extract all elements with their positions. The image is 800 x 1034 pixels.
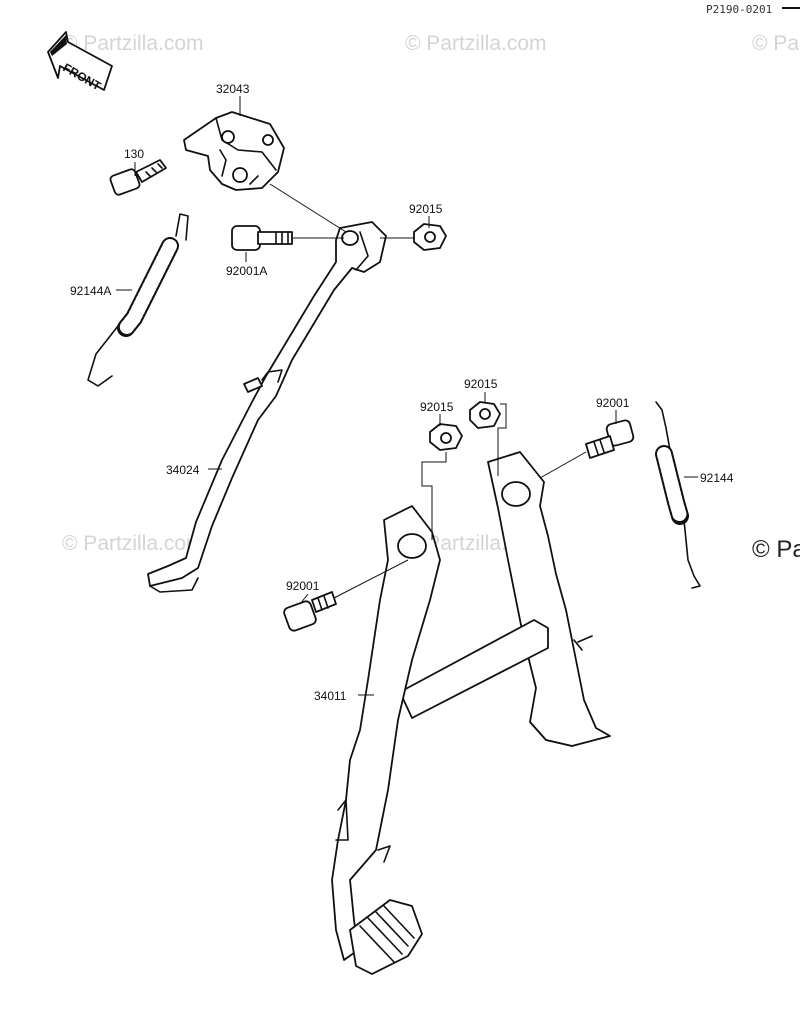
watermark: © Pa: [752, 32, 799, 55]
part-label-32043: 32043: [216, 82, 250, 96]
side-stand-34024: [147, 221, 387, 593]
part-label-92144: 92144: [700, 471, 734, 485]
part-label-34011: 34011: [314, 689, 347, 703]
part-label-92001A: 92001A: [226, 264, 268, 278]
watermark: © Partzilla.com: [62, 32, 204, 55]
spring-92144: [655, 401, 701, 589]
center-stand-34011: [331, 451, 611, 975]
pin-92001-right: [585, 419, 635, 459]
spring-92144A: [87, 213, 189, 387]
part-label-92001: 92001: [596, 396, 630, 410]
bolt-130: [109, 159, 167, 196]
watermark: © Partzilla.com: [405, 32, 547, 55]
bracket-32043: [183, 111, 285, 191]
part-label-92015: 92015: [464, 377, 498, 391]
part-label-92001: 92001: [286, 579, 320, 593]
watermark: © Pa: [752, 536, 800, 563]
watermark: © Partzilla.com: [62, 532, 204, 555]
part-label-34024: 34024: [166, 463, 200, 477]
nut-92015-top: [413, 223, 447, 251]
part-label-92015: 92015: [420, 400, 454, 414]
part-label-130: 130: [124, 147, 145, 161]
pin-92001A: [231, 225, 293, 251]
page-code: P2190-0201: [706, 3, 773, 16]
front-arrow-icon: FRONT: [47, 31, 113, 94]
part-label-92144A: 92144A: [70, 284, 112, 298]
part-label-92015: 92015: [409, 202, 443, 216]
pin-92001-left: [283, 591, 337, 632]
nut-92015-mid-right: [469, 401, 501, 429]
nut-92015-mid-left: [429, 423, 463, 451]
